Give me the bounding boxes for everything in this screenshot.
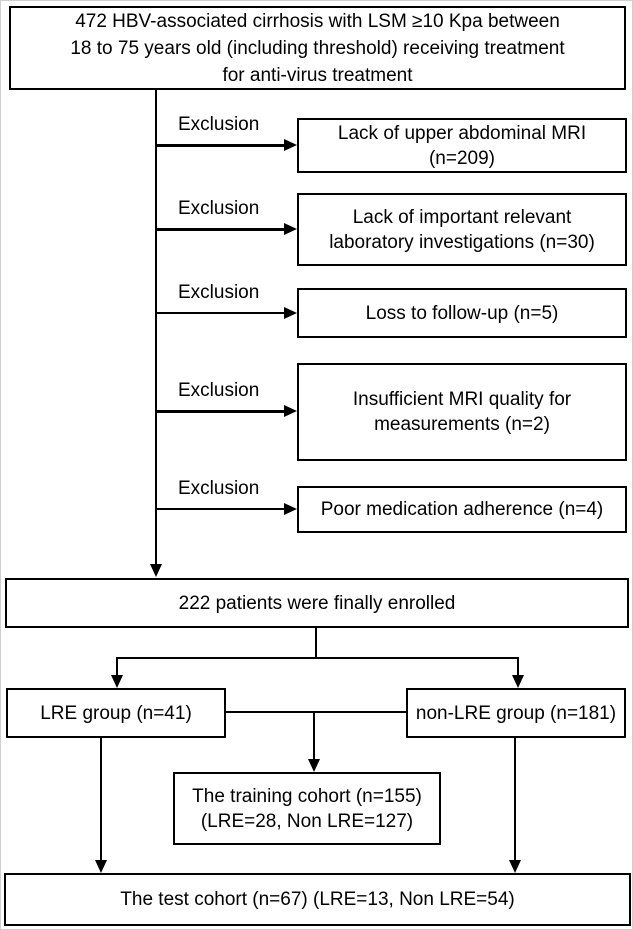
exclusion-label: Exclusion — [178, 114, 260, 135]
box-text-line: The test cohort (n=67) (LRE=13, Non LRE=… — [120, 889, 515, 910]
split-stem-line — [314, 628, 318, 658]
test-cohort-box: The test cohort (n=67) (LRE=13, Non LRE=… — [4, 873, 631, 926]
exclusion-box-laboratory: Lack of important relevant laboratory in… — [297, 193, 627, 266]
box-text-line: (LRE=28, Non LRE=127) — [200, 810, 414, 832]
exclusion-arrow-line — [156, 507, 285, 511]
exclusion-arrow-line — [156, 144, 285, 147]
box-text-line: LRE group (n=41) — [40, 702, 192, 724]
exclusion-box-followup: Loss to follow-up (n=5) — [297, 288, 627, 338]
arrowhead-down-icon — [149, 564, 162, 577]
enrolled-box: 222 patients were finally enrolled — [5, 578, 629, 628]
arrowhead-right-icon — [284, 306, 297, 319]
box-text-line: Loss to follow-up (n=5) — [365, 302, 559, 324]
box-text-line: 222 patients were finally enrolled — [178, 592, 456, 614]
exclusion-box-adherence: Poor medication adherence (n=4) — [297, 486, 627, 533]
arrowhead-down-icon — [307, 759, 320, 772]
arrowhead-right-icon — [284, 502, 297, 515]
main-flow-line — [154, 90, 158, 564]
exclusion-label: Exclusion — [178, 380, 260, 401]
box-text-line: Lack of important relevant — [352, 206, 572, 228]
arrowhead-right-icon — [284, 405, 297, 417]
lre-group-box: LRE group (n=41) — [6, 688, 226, 738]
arrowhead-down-icon — [508, 860, 521, 873]
exclusion-arrow-line — [156, 228, 285, 231]
box-text-line: Insufficient MRI quality for — [352, 389, 572, 410]
nonlre-test-stem-line — [513, 738, 517, 861]
arrowhead-right-icon — [284, 223, 297, 235]
lre-test-stem-line — [99, 738, 103, 861]
non-lre-group-box: non-LRE group (n=181) — [406, 688, 626, 738]
arrowhead-right-icon — [284, 139, 297, 151]
box-text-line: measurements (n=2) — [374, 414, 550, 435]
arrowhead-down-icon — [511, 675, 524, 688]
group-connector-line — [226, 710, 406, 714]
exclusion-label: Exclusion — [178, 478, 260, 499]
training-cohort-box: The training cohort (n=155) (LRE=28, Non… — [173, 772, 441, 845]
box-text-line: Lack of upper abdominal MRI — [337, 122, 587, 144]
exclusion-label: Exclusion — [178, 282, 260, 303]
split-branch-line — [116, 656, 519, 660]
box-text-line: Poor medication adherence (n=4) — [320, 499, 604, 520]
nonlre-branch-line — [516, 657, 520, 676]
box-text-line: non-LRE group (n=181) — [415, 702, 617, 724]
exclusion-box-mri: Lack of upper abdominal MRI (n=209) — [297, 118, 627, 173]
exclusion-label: Exclusion — [178, 198, 260, 219]
box-text-line: 18 to 75 years old (including threshold)… — [70, 37, 565, 59]
initial-cohort-box: 472 HBV-associated cirrhosis with LSM ≥1… — [9, 6, 626, 90]
exclusion-arrow-line — [156, 311, 285, 315]
arrowhead-down-icon — [94, 860, 107, 873]
exclusion-arrow-line — [156, 410, 285, 413]
box-text-line: (n=209) — [428, 147, 496, 169]
box-text-line: The training cohort (n=155) — [192, 785, 422, 807]
exclusion-box-quality: Insufficient MRI quality for measurement… — [297, 363, 627, 461]
box-text-line: 472 HBV-associated cirrhosis with LSM ≥1… — [75, 10, 560, 32]
box-text-line: for anti-virus treatment — [222, 64, 413, 86]
arrowhead-down-icon — [110, 675, 123, 688]
box-text-line: laboratory investigations (n=30) — [329, 231, 595, 253]
lre-branch-line — [115, 657, 119, 676]
training-stem-line — [312, 712, 316, 760]
